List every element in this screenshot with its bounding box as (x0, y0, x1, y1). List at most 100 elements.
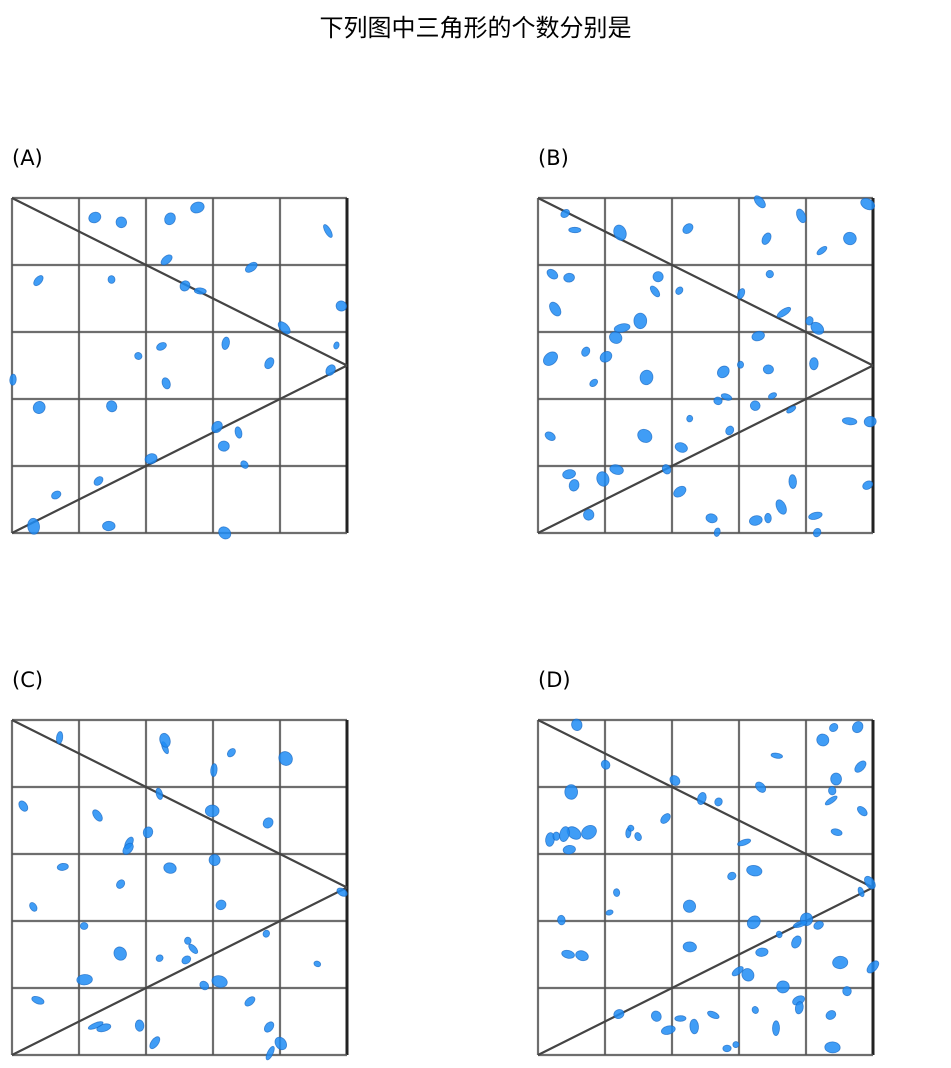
noise-dot (852, 721, 864, 734)
noise-dot (746, 915, 761, 930)
noise-dot (764, 512, 772, 524)
noise-dot (596, 471, 610, 487)
noise-dot (751, 1006, 759, 1014)
noise-dot (639, 369, 654, 386)
noise-dot (686, 414, 694, 423)
noise-dot (33, 275, 44, 287)
noise-dot (32, 401, 46, 414)
noise-dot (142, 826, 154, 839)
noise-dot (323, 224, 333, 238)
noise-dot (263, 1021, 275, 1033)
noise-dot (866, 960, 880, 974)
noise-dot (862, 480, 874, 490)
noise-dot (825, 1010, 837, 1020)
noise-dot (770, 752, 783, 759)
noise-dot (857, 805, 868, 817)
noise-dot (122, 842, 134, 855)
noise-dot (749, 400, 761, 411)
noise-dot (705, 513, 718, 524)
noise-dot (805, 316, 814, 326)
noise-dot (707, 1010, 720, 1020)
noise-dot (583, 509, 595, 521)
noise-dot (713, 396, 723, 406)
noise-dot (559, 826, 570, 842)
noise-dot (116, 879, 126, 889)
noise-dot (830, 772, 842, 786)
noise-dot (841, 417, 858, 426)
noise-dot (210, 763, 218, 777)
noise-dot (652, 271, 664, 283)
noise-dot (184, 936, 192, 945)
noise-dot (56, 862, 69, 871)
noise-dot (245, 261, 258, 273)
noise-dot (211, 420, 223, 434)
noise-dot (102, 520, 116, 532)
noise-dot (333, 341, 340, 350)
noise-dot (675, 286, 684, 295)
noise-dot (544, 431, 556, 441)
noise-dot (808, 511, 823, 520)
noise-dot (860, 198, 876, 211)
noise-dot (92, 809, 103, 822)
noise-dot (824, 795, 838, 806)
noise-dot (560, 208, 570, 219)
noise-dot (234, 426, 243, 439)
noise-dot (776, 980, 790, 994)
noise-dot (599, 350, 613, 363)
noise-dot (776, 306, 792, 318)
noise-dot (717, 365, 730, 379)
noise-dot (199, 980, 210, 991)
noise-dot (264, 357, 275, 370)
noise-dot (9, 373, 17, 386)
noise-dot (660, 813, 671, 824)
noise-dot (627, 824, 635, 832)
figure-panel-a (9, 196, 349, 540)
noise-dot (751, 330, 765, 342)
noise-dot (335, 300, 347, 312)
noise-dot (792, 920, 808, 929)
noise-dot (240, 460, 249, 469)
noise-dot (262, 817, 274, 829)
noise-dot (713, 527, 721, 537)
noise-dot (564, 784, 579, 800)
panel-label-c: (C) (12, 668, 44, 692)
noise-dot (244, 996, 256, 1007)
noise-dot (226, 748, 236, 758)
noise-dot (810, 321, 825, 335)
noise-dot (217, 440, 230, 452)
noise-dot (661, 464, 672, 475)
noise-dot (864, 875, 876, 890)
noise-dot (722, 1044, 732, 1053)
noise-dot (265, 1045, 275, 1061)
noise-dot (274, 1036, 288, 1051)
diagonal-line-upper (537, 197, 874, 367)
noise-dot (79, 922, 89, 930)
noise-dot (775, 499, 787, 515)
noise-dot (809, 357, 819, 371)
noise-dot (552, 831, 561, 841)
noise-dot (29, 902, 38, 912)
noise-dot (581, 346, 591, 357)
noise-dot (634, 832, 642, 842)
noise-dot (731, 966, 744, 977)
noise-dot (786, 405, 797, 414)
noise-dot (134, 1019, 145, 1032)
diagonal-line-lower (11, 364, 348, 534)
noise-dot (682, 941, 697, 953)
noise-dot (557, 914, 566, 926)
noise-dot (650, 1010, 662, 1022)
noise-dot (813, 920, 824, 930)
noise-dot (164, 212, 176, 226)
noise-dot (581, 824, 597, 840)
noise-dot (88, 211, 102, 224)
noise-dot (727, 871, 737, 881)
noise-dot (857, 886, 865, 898)
noise-dot (753, 195, 766, 209)
noise-dot (546, 268, 559, 280)
noise-dot (575, 950, 589, 962)
noise-dot (568, 226, 582, 234)
noise-dot (633, 312, 648, 330)
noise-dot (725, 425, 735, 436)
noise-dot (149, 1036, 161, 1050)
noise-dot (571, 718, 583, 731)
